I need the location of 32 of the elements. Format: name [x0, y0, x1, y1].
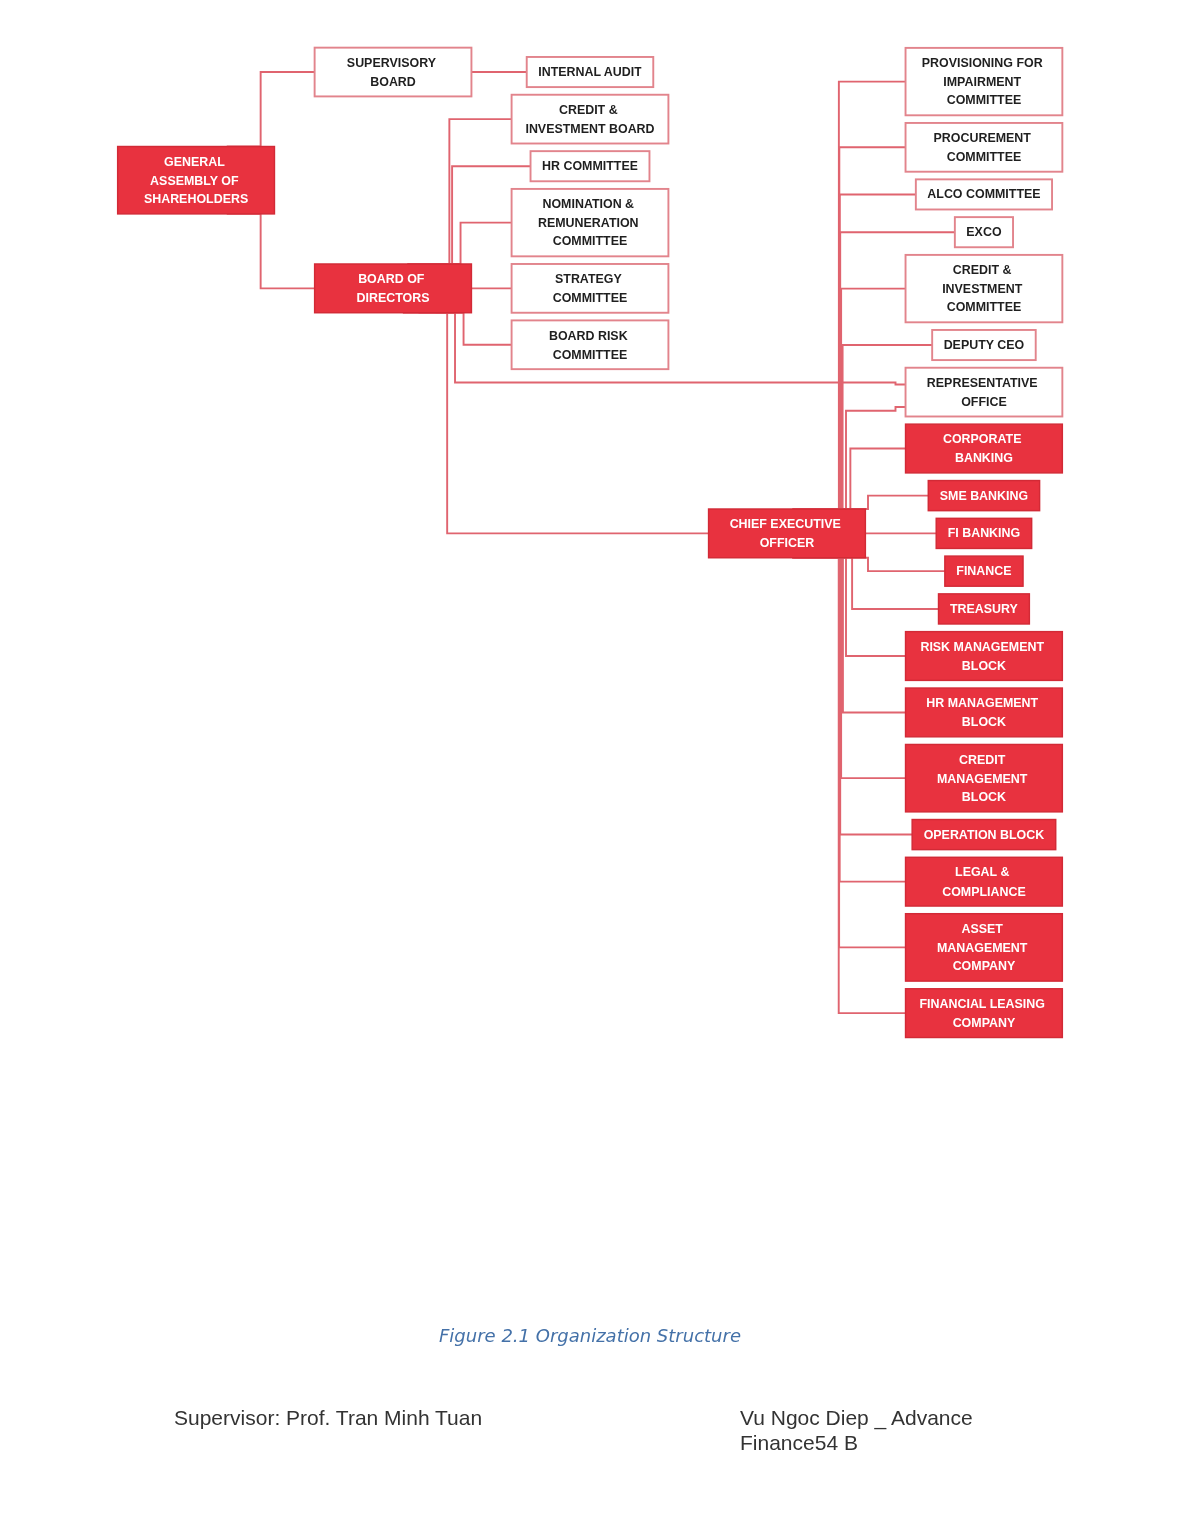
node-box: ASSET MANAGEMENT COMPANY — [904, 913, 1064, 982]
node-box: HR MANAGEMENT BLOCK — [904, 687, 1064, 738]
footer-text: Vu Ngoc Diep _ Advance Finance54 B — [740, 1405, 974, 1456]
node-box: SME BANKING — [927, 479, 1041, 512]
node-box: LEGAL & COMPLIANCE — [904, 856, 1064, 907]
node-box: FINANCIAL LEASING COMPANY — [904, 988, 1064, 1039]
node-box: OPERATION BLOCK — [911, 818, 1057, 851]
node-box: CREDIT & INVESTMENT COMMITTEE — [904, 253, 1064, 324]
node-box: DEPUTY CEO — [931, 329, 1037, 362]
node-box: SUPERVISORY BOARD — [313, 46, 473, 98]
node-box: RISK MANAGEMENT BLOCK — [904, 630, 1064, 682]
node-box: REPRESENTATIVE OFFICE — [904, 366, 1064, 418]
node-box: CREDIT & INVESTMENT BOARD — [510, 93, 670, 145]
node-box: EXCO — [953, 216, 1014, 249]
node-box: BOARD OF DIRECTORS — [313, 263, 473, 314]
node-box: BOARD RISK COMMITTEE — [510, 319, 670, 371]
node-box: PROCUREMENT COMMITTEE — [904, 122, 1064, 173]
node-box: CORPORATE BANKING — [904, 423, 1064, 474]
node-box: INTERNAL AUDIT — [525, 56, 655, 89]
node-box: NOMINATION & REMUNERATION COMMITTEE — [510, 187, 670, 258]
node-box: ALCO COMMITTEE — [914, 178, 1053, 211]
figure-caption: Figure 2.1 Organization Structure — [438, 1325, 742, 1346]
node-box: CREDIT MANAGEMENT BLOCK — [904, 743, 1064, 813]
node-box: HR COMMITTEE — [529, 150, 651, 183]
footer-text: Supervisor: Prof. Tran Minh Tuan — [174, 1405, 483, 1431]
node-box: PROVISIONING FOR IMPAIRMENT COMMITTEE — [904, 46, 1064, 117]
node-box: TREASURY — [937, 593, 1031, 625]
node-box: CHIEF EXECUTIVE OFFICER — [707, 508, 867, 559]
node-box: GENERAL ASSEMBLY OF SHAREHOLDERS — [116, 145, 276, 215]
node-box: FI BANKING — [935, 517, 1033, 550]
node-box: FINANCE — [944, 555, 1024, 587]
node-box: STRATEGY COMMITTEE — [510, 263, 670, 314]
